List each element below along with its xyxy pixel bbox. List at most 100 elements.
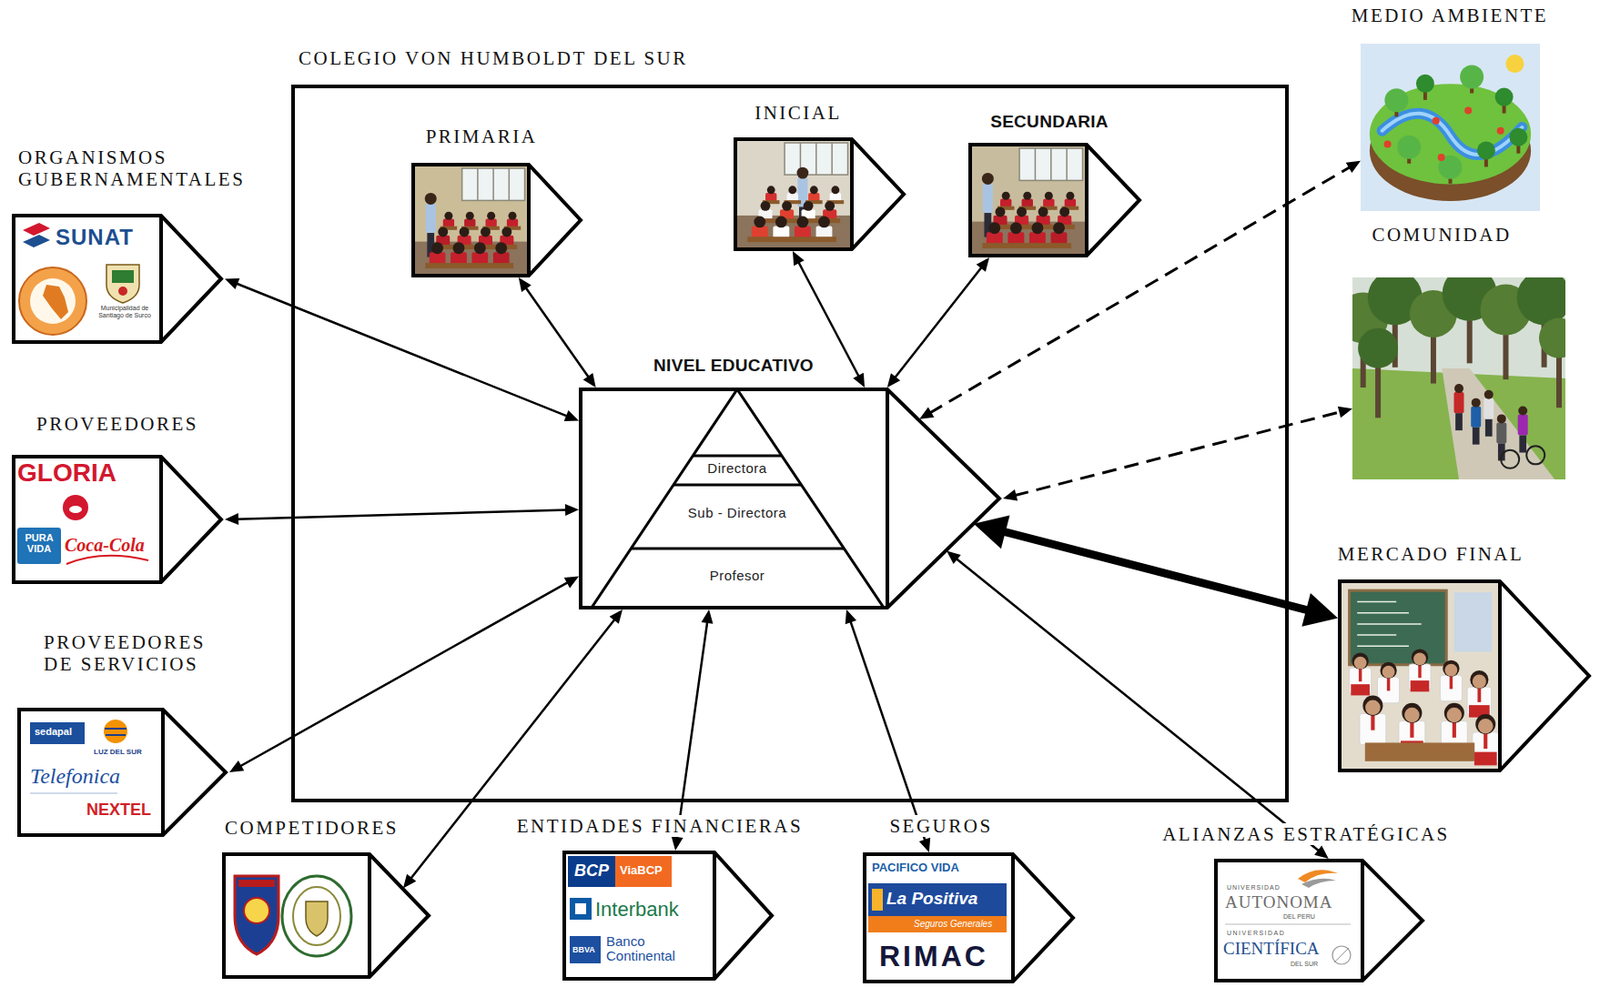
node-shape [1352,277,1566,480]
logo-text: GLORIA [17,458,117,488]
photo-desk [425,263,450,269]
logo-mark [69,506,82,514]
node-outline [1215,860,1423,982]
logo-seal [42,284,69,320]
stakeholder-box: ALIANZAS ESTRATÉGICASUNIVERSIDADAUTONOMA… [1214,859,1427,983]
logo-text: Municipalidad de Santiago de Surco [95,304,154,319]
logo-text: Telefonica [30,764,121,790]
photo-flower [1432,117,1440,125]
photo-student [1478,718,1494,735]
photo-student [444,212,453,221]
node-outline [1084,144,1089,256]
photo-student [1445,664,1459,678]
photo-student [471,252,488,265]
logo-crest [111,270,134,284]
crest-shape [305,901,328,937]
crest-shape [282,876,352,957]
logo-rule [1225,924,1351,926]
node-heading: MERCADO FINAL [1335,543,1528,566]
node-outline [223,854,429,978]
photo-window [462,168,526,201]
arrow-head [565,504,579,517]
connector [887,257,990,388]
photo-person [1485,419,1493,437]
photo-student [1022,192,1032,201]
stakeholder-box: PROVEEDORES DE SERVICIOSsedapalLUZ DEL S… [17,708,230,838]
photo-desk [769,236,794,243]
photo-desk [446,263,472,269]
photo-tree [1357,328,1398,369]
node-heading: ORGANISMOS GUBERNAMENTALES [15,146,267,191]
photo-student [1442,660,1459,678]
logo-text: UNIVERSIDAD [1226,930,1286,938]
photo-wall [415,166,527,274]
photo-student [1016,207,1027,218]
node-outline [161,709,165,836]
arrow-head [701,609,714,625]
logo-mark [1334,948,1349,963]
photo-student [1038,207,1049,218]
photo-floor [737,215,851,248]
photo-student [485,218,497,227]
node-outline [885,389,890,608]
photo-tree [1517,277,1566,325]
school-frame: COLEGIO VON HUMBOLDT DEL SURPRIMARIAINIC… [291,84,1289,803]
photo-person [1455,413,1463,431]
logo-text: AUTONOMA [1225,892,1333,913]
community-image: COMUNIDAD [1352,277,1566,480]
node-heading: PROVEEDORES DE SERVICIOS [40,631,227,676]
node-heading: INICIAL [751,101,845,124]
photo-tree [1477,141,1496,160]
photo-student [1351,653,1368,670]
photo-student [1410,680,1430,692]
photo-window [830,142,833,175]
photo-chalk [1356,623,1422,626]
logo-text: NEXTEL [86,800,152,821]
node-picture [415,166,527,274]
logo-text: RIMAC [879,940,989,974]
photo-student [1413,653,1427,667]
photo-window [476,168,479,201]
logo-mark [66,556,149,565]
photo-student [1000,198,1012,207]
photo-student [1051,232,1068,245]
photo-window [1050,148,1053,181]
node-picture [737,141,851,248]
photo-person [1470,406,1481,428]
photo-window [1065,148,1068,181]
photo-person [982,183,993,213]
photo-tree [1459,64,1484,89]
crest-shape [293,887,341,946]
logo-crest [118,286,128,296]
photo-student [465,212,475,221]
logo-text: Banco Continental [606,934,707,964]
photo-sun [1505,54,1524,73]
arrow-head [1346,161,1361,173]
photo-person [1483,398,1494,420]
photo-student [1401,703,1422,724]
photo-person [425,192,437,205]
photo-desk [747,236,772,243]
node-outline [1339,581,1590,771]
node-shape [1337,579,1593,773]
node-shape [733,137,908,252]
arrow-head [946,551,962,565]
photo-person [1472,427,1480,446]
photo-window [1034,148,1037,181]
logo-text: sedapal [34,726,72,739]
photo-student [988,222,1001,234]
node-picture [591,391,884,607]
photo-student [431,242,444,254]
photo-student [765,192,777,202]
pyramid-band [673,484,801,487]
photo-window [815,142,818,175]
photo-student [808,192,820,202]
photo-student [824,201,835,212]
pyramid-outline [591,391,884,607]
photo-student [464,218,476,227]
photo-person [796,167,809,180]
node-heading: PROVEEDORES [33,413,202,436]
photo-student [474,242,487,254]
node-outline [19,709,226,836]
photo-student [816,225,833,238]
